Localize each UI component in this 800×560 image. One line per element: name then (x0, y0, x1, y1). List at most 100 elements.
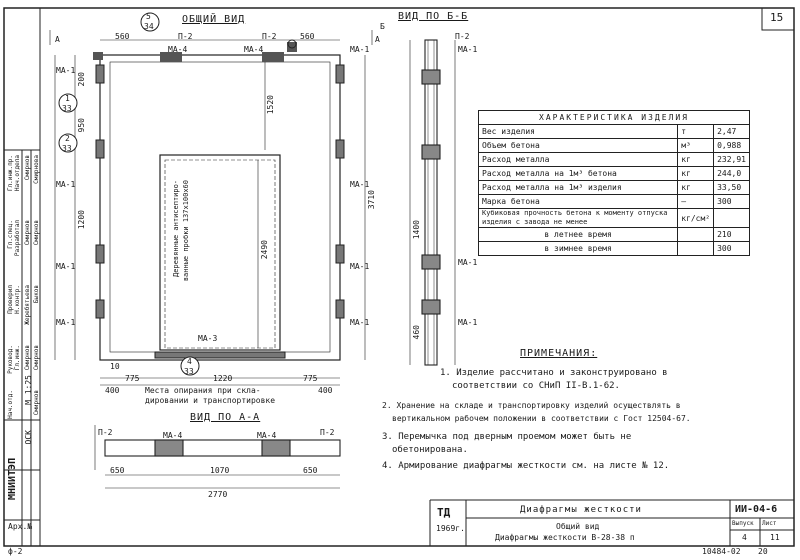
label-ma1-r4: МА-1 (350, 318, 370, 327)
label-ma1-bb1: МА-1 (458, 45, 478, 54)
stamp-row-6: Руковод. (7, 345, 14, 374)
lifting-loops (93, 39, 297, 62)
char-row: Кубиковая прочность бетона к моменту отп… (477, 208, 750, 228)
tb-year: 1969г. (436, 524, 465, 533)
dim-560-left: 560 (115, 32, 130, 41)
callout-4-bottom: 33 (184, 367, 194, 376)
char-row: в зимнее время 300 (477, 241, 750, 256)
callout-4-top: 4 (187, 357, 192, 366)
char-value: 210 (713, 227, 750, 242)
footer-page: 20 (758, 547, 768, 556)
dim-560-right: 560 (300, 32, 315, 41)
char-name: Расход металла (477, 152, 679, 167)
char-name: в зимнее время (477, 241, 679, 256)
stamp-row-2: Гл.спец. (7, 220, 14, 249)
label-ma4-aa1: МА-4 (163, 431, 183, 440)
stamp-row-1: Нач.отдела (14, 155, 21, 192)
label-p2-bb: П-2 (455, 32, 470, 41)
dim-950: 950 (77, 118, 86, 133)
title-general-view: ОБЩИЙ ВИД (182, 14, 246, 25)
dim-2490: 2490 (260, 240, 269, 260)
view-aa (94, 425, 341, 489)
section-bb (409, 39, 456, 366)
char-name: Объем бетона (477, 138, 679, 153)
dim-400-right: 400 (318, 386, 333, 395)
title-block (39, 499, 794, 546)
tb-issue-label: Выпуск (732, 520, 754, 527)
left-stamp (4, 149, 40, 546)
dim-200: 200 (77, 72, 86, 87)
callout-1-top: 1 (65, 94, 70, 103)
note-wood-plug-2: ванные пробки 137х100х60 (182, 180, 190, 282)
dim-3710: 3710 (367, 190, 376, 210)
dim-1070: 1070 (210, 466, 230, 475)
stamp-row-4: Проверил (7, 285, 14, 314)
dim-650-right: 650 (303, 466, 318, 475)
callout-5-bottom: 34 (144, 22, 154, 31)
callout-2-top: 2 (65, 134, 70, 143)
dim-1520: 1520 (266, 95, 275, 115)
char-value (713, 208, 750, 228)
page-number: 15 (770, 11, 784, 24)
stamp-m: М (24, 400, 33, 405)
label-ma1-l3: МА-1 (56, 262, 76, 271)
tb-sheet: 11 (770, 533, 780, 542)
note-line: 4. Армирование диафрагмы жесткости см. н… (382, 461, 670, 471)
note-wood-plug-1: Деревянные антисептиро- (172, 180, 180, 277)
stamp-name-1: Смирнов (24, 220, 31, 246)
char-name: Вес изделия (477, 124, 679, 139)
label-ma1-l1: МА-1 (56, 66, 76, 75)
char-unit: м³ (677, 138, 715, 153)
stamp-arch: Арх.№ (8, 522, 33, 531)
dim-1200: 1200 (77, 210, 86, 230)
char-value: 300 (713, 194, 750, 209)
callout-circles (58, 12, 200, 376)
char-unit (677, 241, 715, 256)
tb-name2: Общий вид (556, 522, 600, 531)
stamp-name-5: Быков (33, 285, 40, 304)
label-a-left: А (55, 35, 60, 44)
label-p2-a: П-2 (178, 32, 193, 41)
note-line: 1. Изделие рассчитано и законструировано… (440, 368, 668, 378)
tb-issue: 4 (742, 533, 747, 542)
char-value: 2,47 (713, 124, 750, 139)
stamp-row-3: Разработал (14, 220, 21, 257)
stamp-m-val: 1:25 (24, 375, 33, 395)
char-row: Марка бетона—300 (477, 194, 750, 209)
stamp-name-3: Смирнова (33, 155, 40, 184)
title-section-bb: ВИД ПО Б-Б (398, 11, 469, 22)
char-value: 300 (713, 241, 750, 256)
label-ma1-l4: МА-1 (56, 318, 76, 327)
dim-10: 10 (110, 362, 120, 371)
stamp-name-0: Смирнов (24, 155, 31, 181)
char-unit: — (677, 194, 715, 209)
callout-5-top: 5 (146, 12, 151, 21)
char-value: 33,50 (713, 180, 750, 195)
page-number-box (761, 7, 795, 31)
label-a-right: А (375, 35, 380, 44)
char-unit (677, 227, 715, 242)
char-name: Марка бетона (477, 194, 679, 209)
char-name: Кубиковая прочность бетона к моменту отп… (477, 208, 679, 228)
char-name: Расход металла на 1м³ изделия (477, 180, 679, 195)
callout-2-bottom: 33 (62, 144, 72, 153)
stamp-row-8: Нач.отд. (7, 390, 14, 419)
label-b: Б (380, 22, 385, 31)
stamp-name-4: Смирнов (33, 220, 40, 246)
label-ma1-l2: МА-1 (56, 180, 76, 189)
char-value: 244,0 (713, 166, 750, 181)
label-ma4-b: МА-4 (244, 45, 264, 54)
char-unit: т (677, 124, 715, 139)
tb-code: ИИ-04-6 (735, 504, 778, 515)
dim-2770: 2770 (208, 490, 228, 499)
note-line: вертикальном рабочем положении в соответ… (392, 414, 691, 423)
char-unit: кг (677, 180, 715, 195)
note-line: 2. Хранение на складе и транспортировку … (382, 401, 681, 410)
char-name: Расход металла на 1м³ бетона (477, 166, 679, 181)
